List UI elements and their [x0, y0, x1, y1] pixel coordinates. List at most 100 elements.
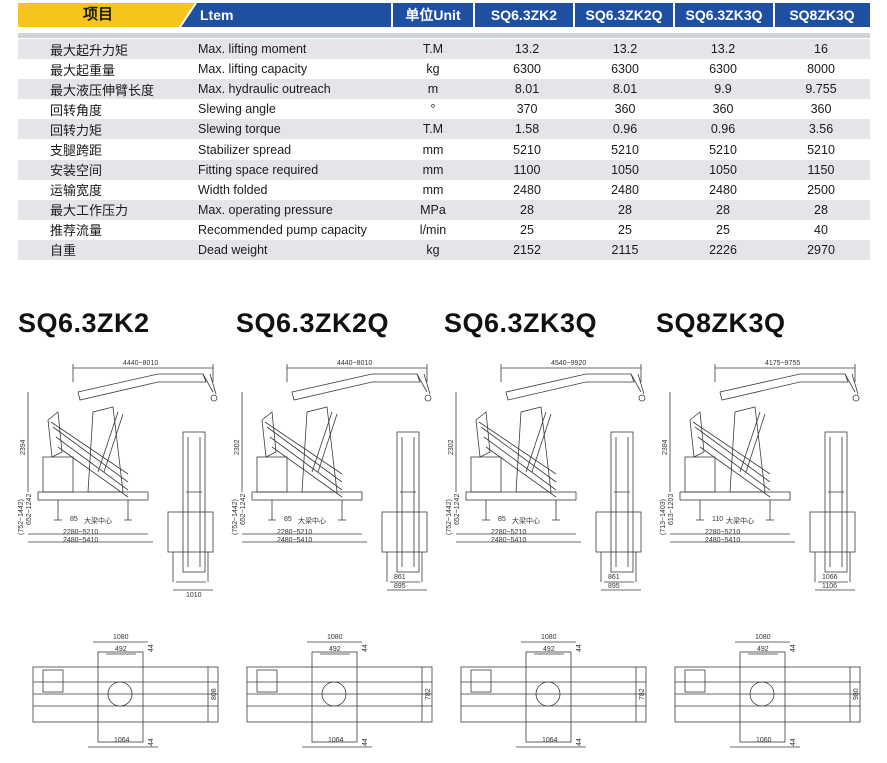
row-label-cn: 最大起升力矩 [18, 39, 178, 60]
top-inner-dimension: 492 [329, 646, 341, 653]
side-width-dimension-1: 861 [394, 574, 406, 581]
row-label-en: Fitting space required [178, 159, 388, 180]
row-value: 0.96 [576, 119, 674, 140]
model-title-1: SQ6.3ZK2 [18, 308, 150, 338]
row-value: 5210 [478, 139, 576, 160]
row-value: 2480 [674, 179, 772, 200]
row-label-cn: 最大液压伸臂长度 [18, 79, 178, 100]
top-inner-dimension: 492 [115, 646, 127, 653]
top-width-dimension: 1080 [327, 634, 343, 641]
row-value: 40 [772, 219, 870, 240]
model-title-3: SQ6.3ZK3Q [444, 308, 598, 338]
row-unit: l/min [388, 219, 478, 240]
row-value: 370 [478, 99, 576, 120]
top-base-dimension: 1064 [328, 737, 344, 744]
row-value: 2970 [772, 239, 870, 261]
header-model-2: SQ6.3ZK2Q [585, 7, 663, 23]
height-dimension: 2302 [234, 439, 241, 455]
beam-center-label: 大梁中心 [84, 518, 112, 525]
row-unit: MPa [388, 199, 478, 220]
reach-dimension: 4440~8010 [337, 360, 373, 367]
row-unit: T.M [388, 119, 478, 140]
stabilizer-high-dimension: 652~1242 [240, 493, 247, 525]
crane-drawing-svg [455, 364, 647, 748]
row-unit: kg [388, 59, 478, 80]
row-unit: T.M [388, 39, 478, 60]
model-title-2: SQ6.3ZK2Q [236, 308, 390, 338]
row-label-en: Stabilizer spread [178, 139, 388, 160]
row-value: 13.2 [674, 39, 772, 60]
side-width-dimension-1: 1066 [822, 574, 838, 581]
top-gap-dimension-2: 44 [362, 738, 369, 746]
row-label-cn: 安装空间 [18, 159, 178, 180]
top-depth-dimension: 808 [211, 688, 218, 700]
header-item: 项目 [82, 6, 113, 23]
stabilizer-high-dimension: 652~1242 [454, 493, 461, 525]
header-background [18, 3, 870, 27]
row-label-en: Dead weight [178, 239, 388, 261]
row-unit: kg [388, 239, 478, 261]
top-depth-dimension: 782 [639, 688, 646, 700]
row-label-cn: 支腿跨距 [18, 139, 178, 160]
row-value: 2480 [576, 179, 674, 200]
top-base-dimension: 1060 [756, 737, 772, 744]
row-value: 3.56 [772, 119, 870, 140]
top-width-dimension: 1080 [755, 634, 771, 641]
row-value: 360 [576, 99, 674, 120]
row-label-en: Slewing angle [178, 99, 388, 120]
crane-drawing [18, 352, 223, 757]
row-label-en: Max. hydraulic outreach [178, 79, 388, 100]
row-label-en: Max. lifting capacity [178, 59, 388, 80]
top-base-dimension: 1064 [542, 737, 558, 744]
beam-center-label: 大梁中心 [726, 518, 754, 525]
stabilizer-high-dimension: 613~1203 [668, 493, 675, 525]
top-gap-dimension: 44 [790, 644, 797, 652]
row-value: 360 [674, 99, 772, 120]
row-label-en: Width folded [178, 179, 388, 200]
row-label-cn: 自重 [18, 239, 178, 261]
height-dimension: 2394 [20, 439, 27, 455]
side-width-dimension-1: 861 [608, 574, 620, 581]
row-label-cn: 最大起重量 [18, 59, 178, 80]
beam-center-label: 大梁中心 [512, 518, 540, 525]
side-width-dimension-2: 895 [394, 583, 406, 590]
row-value: 360 [772, 99, 870, 120]
row-unit: m [388, 79, 478, 100]
row-value: 28 [674, 199, 772, 220]
spread-dimension-2: 2480~5410 [63, 537, 99, 544]
row-value: 0.96 [674, 119, 772, 140]
top-gap-dimension-2: 44 [576, 738, 583, 746]
row-value: 6300 [478, 59, 576, 80]
row-value: 5210 [772, 139, 870, 160]
header-divider [18, 33, 870, 38]
side-width-dimension-2: 895 [608, 583, 620, 590]
row-value: 5210 [576, 139, 674, 160]
spread-dimension-1: 2280~5210 [491, 529, 527, 536]
header-model-3: SQ6.3ZK3Q [685, 7, 763, 23]
top-gap-dimension: 44 [148, 644, 155, 652]
row-value: 1150 [772, 159, 870, 180]
row-unit: mm [388, 159, 478, 180]
table-header: 项目 Ltem 单位Unit SQ6.3ZK2 SQ6.3ZK2Q SQ6.3Z… [18, 3, 870, 27]
top-inner-dimension: 492 [757, 646, 769, 653]
top-inner-dimension: 492 [543, 646, 555, 653]
row-value: 8.01 [478, 79, 576, 100]
row-value: 25 [674, 219, 772, 240]
row-value: 13.2 [576, 39, 674, 60]
row-value: 28 [576, 199, 674, 220]
top-gap-dimension: 44 [576, 644, 583, 652]
offset-dimension: 85 [498, 516, 506, 523]
side-width-dimension: 1010 [186, 592, 202, 599]
row-value: 2226 [674, 239, 772, 261]
stabilizer-low-dimension: (752~1442) [232, 498, 239, 535]
row-value: 2115 [576, 239, 674, 261]
stabilizer-low-dimension: (713~1403) [660, 498, 667, 535]
offset-dimension: 110 [712, 516, 724, 523]
spread-dimension-1: 2280~5210 [277, 529, 313, 536]
